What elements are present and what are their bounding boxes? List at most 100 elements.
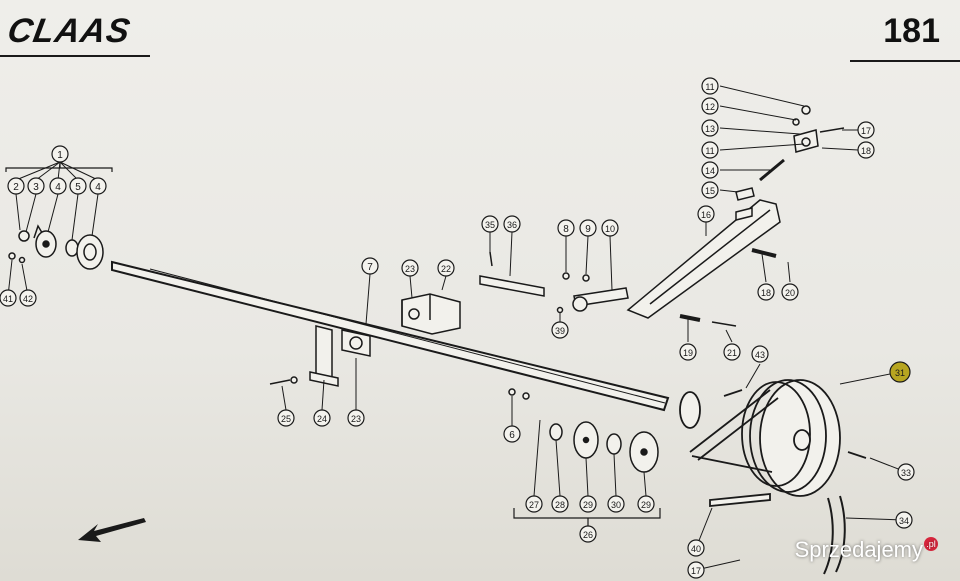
callout-label-17b: 17 [691, 566, 701, 576]
callout-label-6: 6 [509, 430, 515, 441]
callout-40: 40 [687, 539, 705, 557]
callout-4: 4 [49, 177, 67, 195]
callout-33: 33 [897, 463, 915, 481]
callout-label-4b: 4 [95, 182, 101, 193]
callout-34: 34 [895, 511, 913, 529]
callout-label-21: 21 [727, 348, 737, 358]
callout-17a: 17 [857, 121, 875, 139]
callout-14: 14 [701, 161, 719, 179]
callout-label-23b: 23 [351, 414, 361, 424]
callout-3: 3 [27, 177, 45, 195]
callout-label-34: 34 [899, 516, 909, 526]
callout-16: 16 [697, 205, 715, 223]
callout-label-39: 39 [555, 326, 565, 336]
callout-label-29b: 29 [641, 500, 651, 510]
callout-label-42: 42 [23, 294, 33, 304]
callout-6: 6 [503, 425, 521, 443]
callout-5: 5 [69, 177, 87, 195]
callout-label-28: 28 [555, 500, 565, 510]
callout-4b: 4 [89, 177, 107, 195]
watermark-text: Sprzedajemy [794, 537, 923, 562]
callout-label-20: 20 [785, 288, 795, 298]
callout-39: 39 [551, 321, 569, 339]
callout-19: 19 [679, 343, 697, 361]
callout-12: 12 [701, 97, 719, 115]
callout-label-18a: 18 [861, 146, 871, 156]
pin-36 [479, 251, 545, 297]
callout-30: 30 [607, 495, 625, 513]
callout-41: 41 [0, 289, 17, 307]
callout-20: 20 [781, 283, 799, 301]
callout-label-15: 15 [705, 186, 715, 196]
callout-23b: 23 [347, 409, 365, 427]
callout-15: 15 [701, 181, 719, 199]
callout-label-2: 2 [13, 182, 19, 193]
callout-label-12: 12 [705, 102, 715, 112]
callout-27: 27 [525, 495, 543, 513]
group-brackets [5, 162, 661, 526]
callout-9: 9 [579, 219, 597, 237]
watermark: Sprzedajemy.pl [795, 537, 938, 563]
callout-label-33: 33 [901, 468, 911, 478]
callout-label-1: 1 [57, 150, 63, 161]
callout-2: 2 [7, 177, 25, 195]
callout-13: 13 [701, 119, 719, 137]
upper-hardware [735, 105, 845, 201]
callout-29b: 29 [637, 495, 655, 513]
callout-label-26: 26 [583, 530, 593, 540]
callout-label-18b: 18 [761, 288, 771, 298]
callout-31: 31 [889, 361, 911, 383]
callout-label-14: 14 [705, 166, 715, 176]
callout-24: 24 [313, 409, 331, 427]
upper-mount [401, 293, 461, 335]
callout-label-27: 27 [529, 500, 539, 510]
page-number: 181 [883, 12, 940, 50]
callout-label-13: 13 [705, 124, 715, 134]
callout-1: 1 [51, 145, 69, 163]
callout-label-23a: 23 [405, 264, 415, 274]
callout-label-22: 22 [441, 264, 451, 274]
callout-label-29a: 29 [583, 500, 593, 510]
callout-17b: 17 [687, 561, 705, 579]
callout-11b: 11 [701, 141, 719, 159]
callout-label-30: 30 [611, 500, 621, 510]
callout-label-17a: 17 [861, 126, 871, 136]
callout-29a: 29 [579, 495, 597, 513]
callout-label-19: 19 [683, 348, 693, 358]
callout-18b: 18 [757, 283, 775, 301]
callout-label-11b: 11 [705, 146, 714, 156]
callout-36: 36 [503, 215, 521, 233]
callout-18a: 18 [857, 141, 875, 159]
callout-label-5: 5 [75, 182, 81, 193]
callout-21: 21 [723, 343, 741, 361]
lower-hub-group [508, 388, 659, 473]
callout-label-40: 40 [691, 544, 701, 554]
callout-22: 22 [437, 259, 455, 277]
main-shaft [111, 260, 670, 412]
callout-label-11a: 11 [705, 82, 714, 92]
callout-25: 25 [277, 409, 295, 427]
callout-label-3: 3 [33, 182, 39, 193]
shaft-brackets [269, 325, 371, 387]
callout-11a: 11 [701, 77, 719, 95]
callout-label-36: 36 [507, 220, 517, 230]
callout-label-24: 24 [317, 414, 327, 424]
callout-7: 7 [361, 257, 379, 275]
callout-43: 43 [751, 345, 769, 363]
callout-10: 10 [601, 219, 619, 237]
callout-label-10: 10 [605, 224, 615, 234]
callout-23a: 23 [401, 259, 419, 277]
callout-35: 35 [481, 215, 499, 233]
callout-label-31: 31 [895, 368, 905, 378]
callout-26: 26 [579, 525, 597, 543]
callout-label-4: 4 [55, 182, 61, 193]
callout-label-43: 43 [755, 350, 765, 360]
callout-8: 8 [557, 219, 575, 237]
left-bearing-group [8, 224, 104, 270]
callout-label-8: 8 [563, 224, 569, 235]
callout-28: 28 [551, 495, 569, 513]
callout-markers: 1 2 3 4 5 4 41 42 7 23 22 35 36 8 9 10 3… [0, 77, 915, 579]
frame-arm-16 [626, 199, 781, 327]
